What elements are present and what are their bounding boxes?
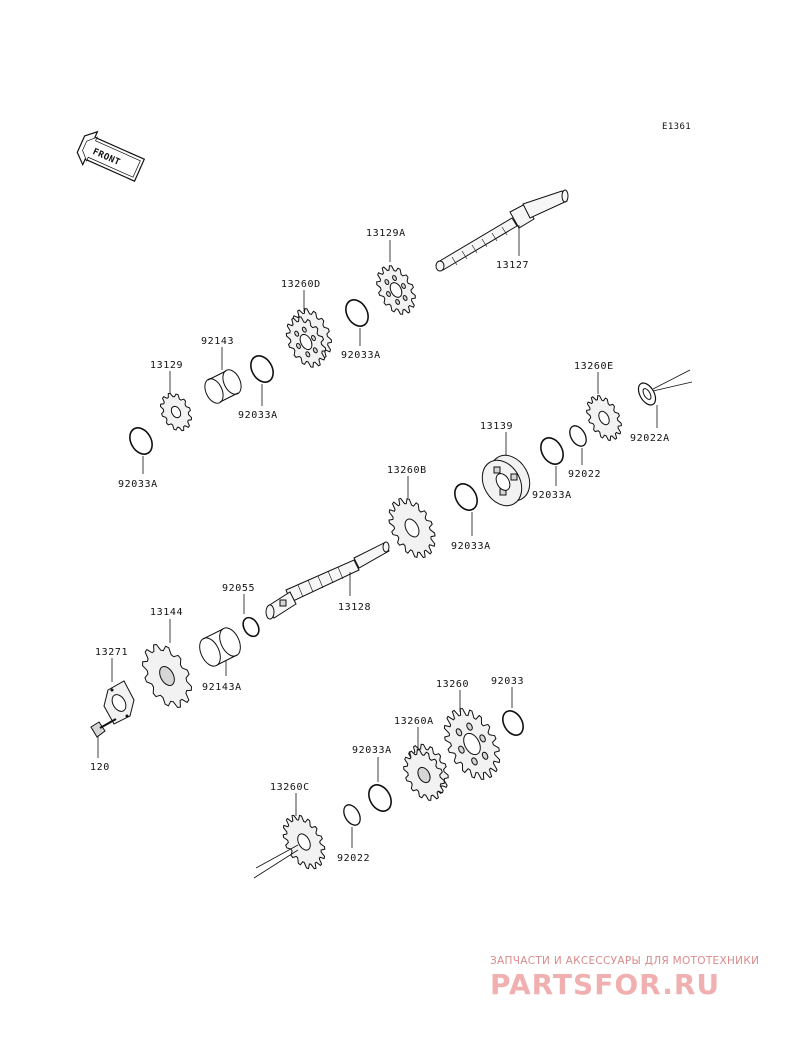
gear-13260A [403, 743, 449, 801]
gear-13129A-hole [401, 283, 406, 289]
washer-92022-right [569, 425, 587, 447]
gear-13129A-hole [386, 291, 391, 297]
circlip-92033A-mid [250, 355, 274, 383]
gear-13260-hole [481, 751, 489, 760]
label-13127: 13127 [496, 260, 529, 271]
gear-13260E-hub [598, 410, 610, 426]
label-13260B: 13260B [387, 465, 427, 476]
shaft-13127 [435, 189, 569, 272]
gear-13260-hole [479, 734, 486, 743]
circlip-92033A-upper [345, 299, 369, 327]
gear-13260D-hole [311, 334, 316, 342]
gear-13260A-hub [417, 766, 431, 784]
sprocket-13144 [142, 643, 192, 709]
label-13144: 13144 [150, 607, 183, 618]
gear-13260D-hub [299, 333, 313, 351]
gear-13129A-hole [395, 299, 401, 305]
label-92033A-left: 92033A [118, 479, 158, 490]
label-13128: 13128 [338, 602, 371, 613]
label-13271: 13271 [95, 647, 128, 658]
circlip-92033A-lower [368, 784, 392, 812]
front-arrow-icon: FRONT [76, 130, 146, 182]
circlip-92033A-center [454, 483, 478, 511]
gear-13260E [586, 395, 622, 441]
label-92055: 92055 [222, 583, 255, 594]
gear-13129A-hole [384, 279, 390, 285]
label-92033A-mid: 92033A [238, 410, 278, 421]
gear-13260B-hub [404, 518, 420, 538]
label-13139: 13139 [480, 421, 513, 432]
shaft-13128 [265, 541, 390, 620]
gear-13129A-hole [402, 295, 408, 301]
gear-13129A [376, 265, 416, 315]
label-92022-lower: 92022 [337, 853, 370, 864]
gear-13260D-hole [312, 347, 318, 354]
plate-13271 [103, 680, 135, 725]
label-13260C: 13260C [270, 782, 310, 793]
label-92022A: 92022A [630, 433, 670, 444]
gear-13260-hole [455, 728, 463, 737]
gear-13129 [159, 392, 193, 432]
gear-13129A-hole [392, 275, 397, 281]
gear-13129A-hub [389, 282, 403, 298]
gear-13129-hub [170, 405, 182, 419]
gear-13260B [388, 497, 436, 559]
gear-13260C [282, 814, 326, 870]
gear-13260-hole [466, 722, 473, 731]
gear-13260D [285, 308, 332, 368]
label-92022-right: 92022 [568, 469, 601, 480]
label-13260: 13260 [436, 679, 469, 690]
label-13260E: 13260E [574, 361, 614, 372]
bolt-120 [90, 718, 117, 738]
watermark-tagline: ЗАПЧАСТИ И АКСЕССУАРЫ ДЛЯ МОТОТЕХНИКИ [490, 955, 759, 967]
sprocket-13144-hub [159, 666, 175, 686]
label-92033A-right: 92033A [532, 490, 572, 501]
circlip-92033 [502, 710, 524, 736]
label-13129: 13129 [150, 360, 183, 371]
gear-13260-hub [463, 732, 481, 756]
circlip-92033A-left [129, 427, 153, 455]
gear-13260C-hub [297, 833, 311, 851]
label-92033A-upper: 92033A [341, 350, 381, 361]
washer-92022A [637, 382, 657, 406]
gear-13260-hole [471, 757, 478, 766]
gear-13260 [443, 708, 501, 780]
watermark-brand: PARTSFOR.RU [490, 968, 720, 1001]
gear-13260D-hole [296, 342, 301, 350]
label-120: 120 [90, 762, 110, 773]
gear-13260-hole [458, 745, 465, 754]
bushing-92143A [199, 627, 241, 667]
oring-92055 [242, 616, 260, 638]
circlip-92033A-right [540, 437, 564, 465]
gear-13260D-hole [301, 326, 307, 333]
label-13260D: 13260D [281, 279, 321, 290]
label-13129A: 13129A [366, 228, 406, 239]
label-92033A-center: 92033A [451, 541, 491, 552]
label-92033A-lower: 92033A [352, 745, 392, 756]
label-13260A: 13260A [394, 716, 434, 727]
gear-13260D-hole [305, 351, 311, 358]
label-92143: 92143 [201, 336, 234, 347]
washer-92022-lower [343, 804, 361, 826]
label-92143A: 92143A [202, 682, 242, 693]
diagram-code: E1361 [662, 122, 691, 132]
gear-13260D-hole [294, 330, 300, 337]
label-92033: 92033 [491, 676, 524, 687]
bushing-92143 [204, 369, 242, 404]
gear-13139 [481, 454, 531, 507]
